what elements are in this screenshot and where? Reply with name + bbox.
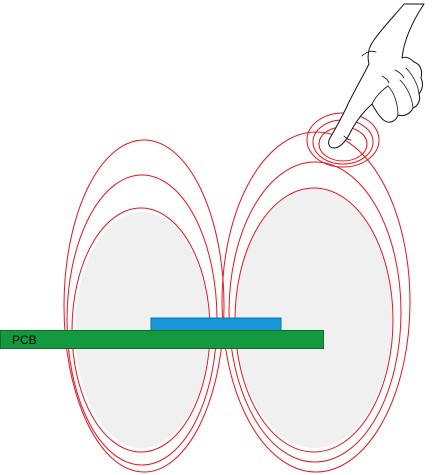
right-field-line-middle <box>228 161 402 463</box>
pcb-board <box>0 330 324 349</box>
pointing-finger-icon <box>328 3 425 149</box>
sensor-pad <box>151 318 281 331</box>
pcb-label: PCB <box>12 333 37 347</box>
fingertip-loop-outer <box>306 112 380 168</box>
right-field-lobe-fill <box>236 188 392 448</box>
left-field-line-outer <box>63 139 225 473</box>
pcb-board-outline <box>0 330 324 349</box>
